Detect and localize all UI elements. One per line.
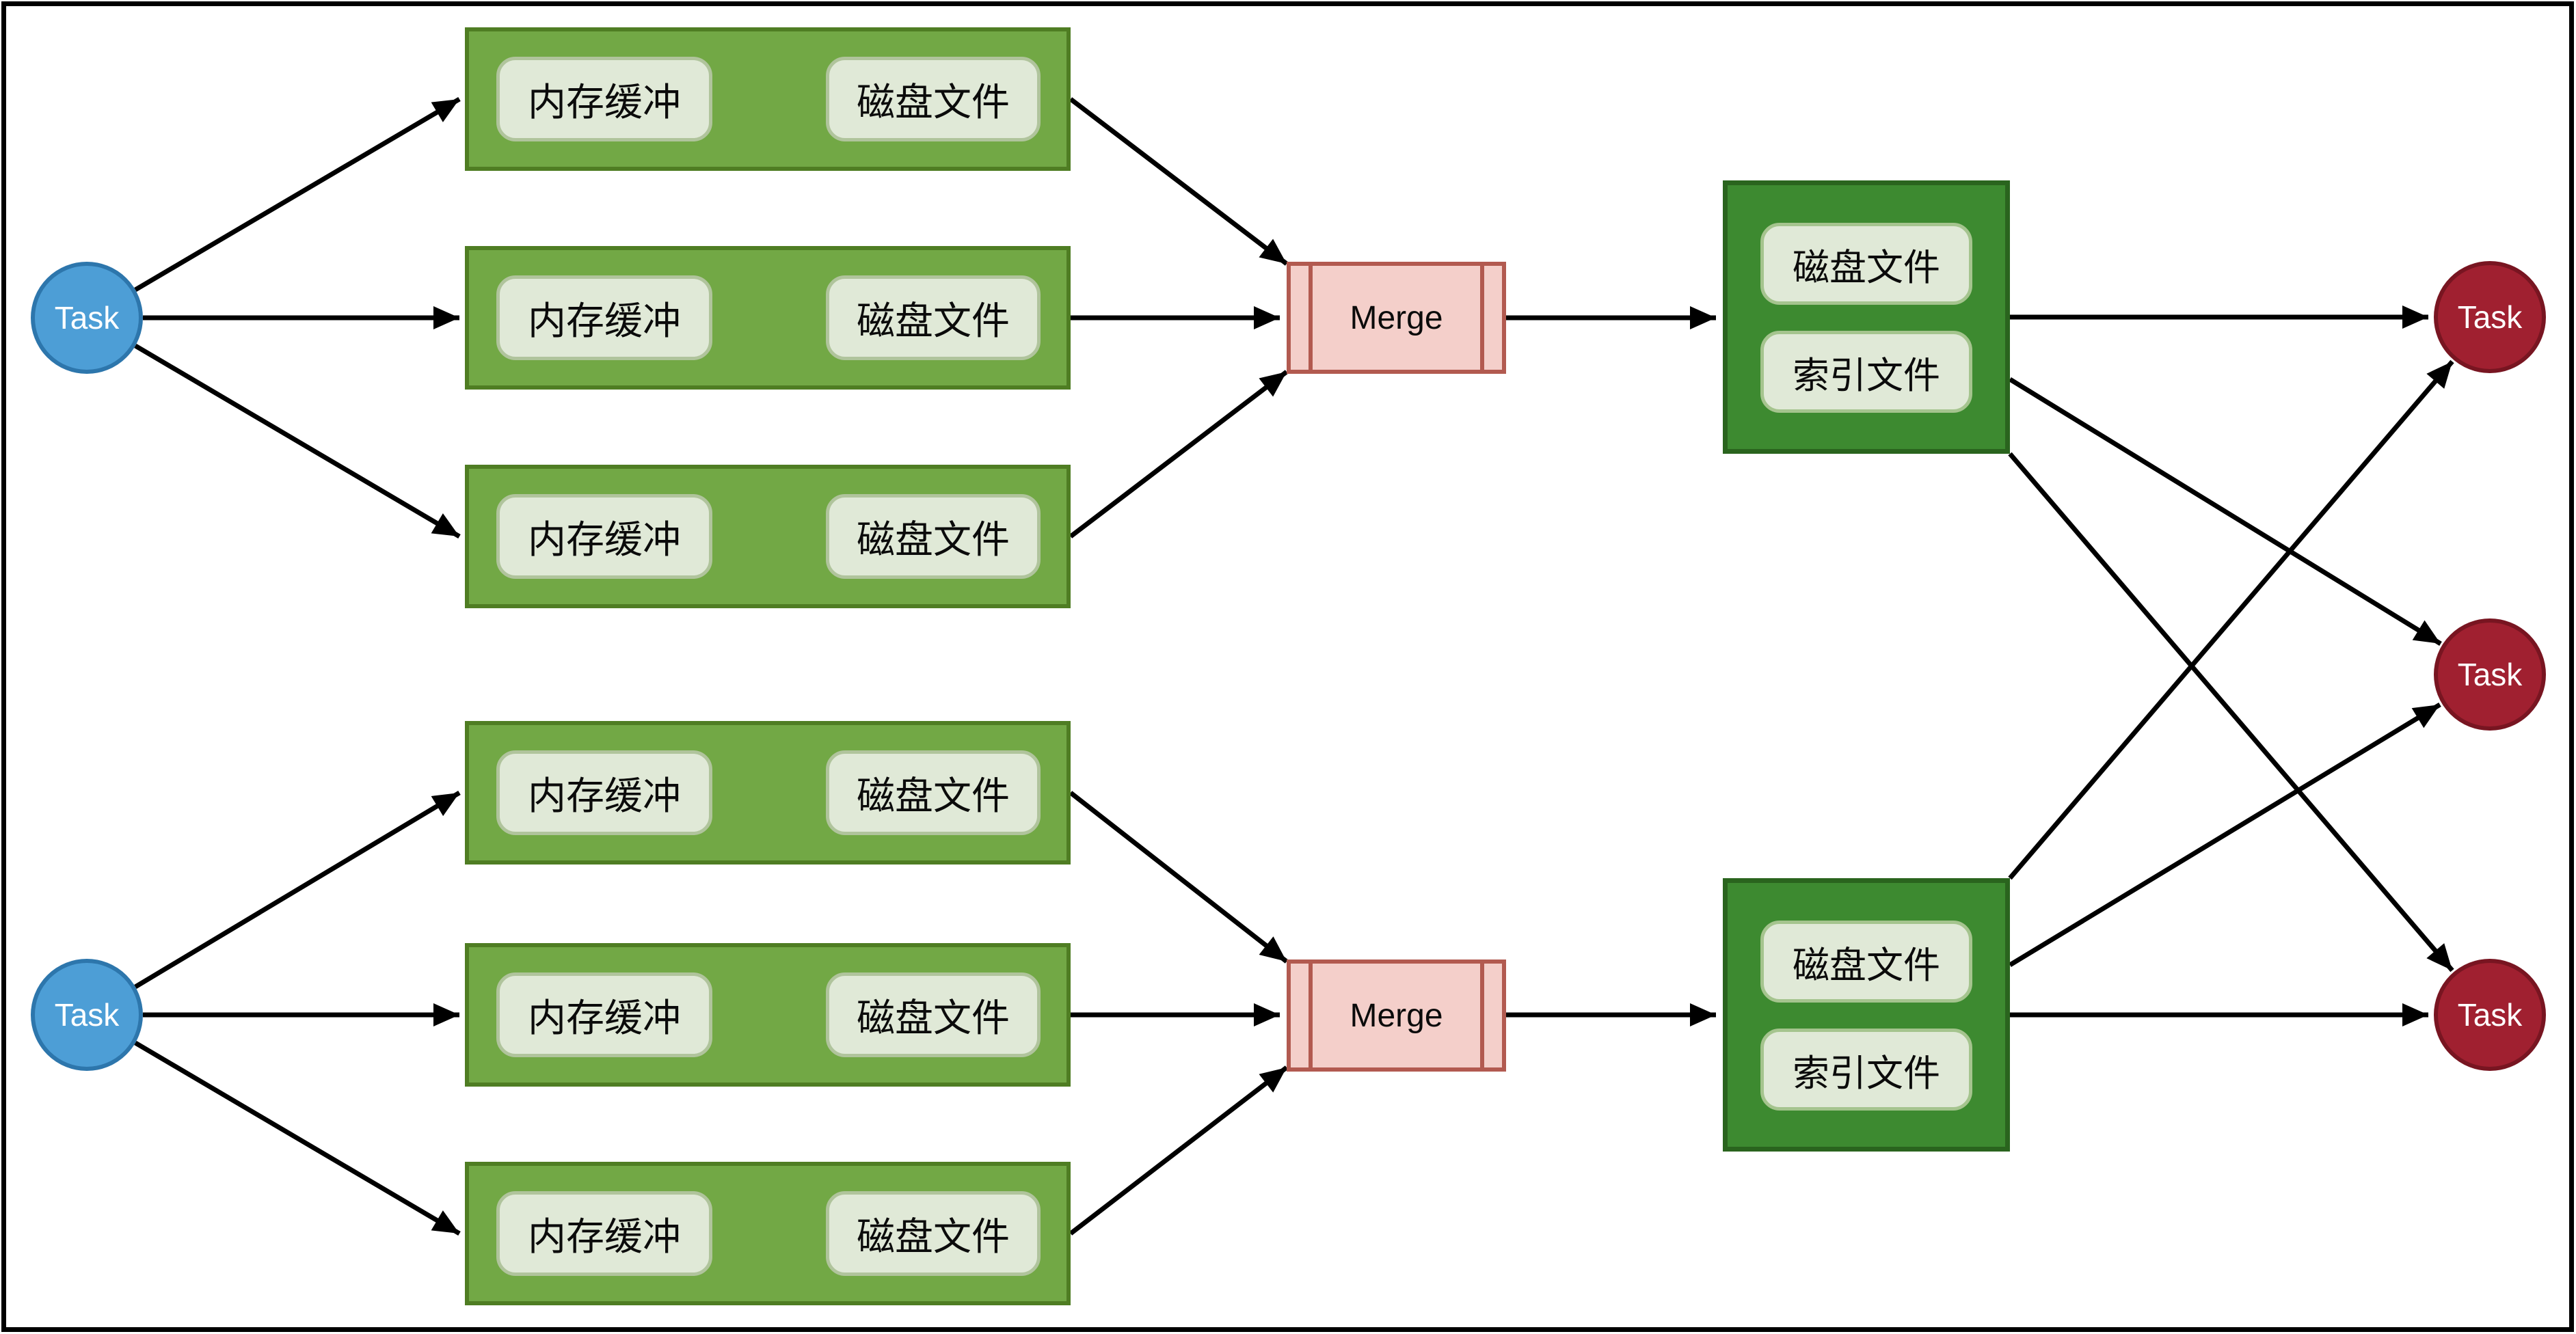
disk-file-box: 磁盘文件 bbox=[826, 750, 1041, 835]
arrow-line bbox=[1069, 791, 1289, 964]
disk-file-box: 磁盘文件 bbox=[1760, 223, 1972, 305]
output-1: 磁盘文件 索引文件 bbox=[1723, 180, 2010, 454]
task-label: Task bbox=[54, 300, 120, 336]
memory-buffer-label: 内存缓冲 bbox=[528, 996, 681, 1039]
disk-file-label: 磁盘文件 bbox=[857, 80, 1010, 124]
output-2: 磁盘文件 索引文件 bbox=[1723, 878, 2010, 1152]
arrow-line bbox=[1069, 97, 1289, 266]
pipeline-6: 内存缓冲 磁盘文件 bbox=[465, 1162, 1071, 1305]
memory-buffer-label: 内存缓冲 bbox=[528, 80, 681, 124]
disk-file-box: 磁盘文件 bbox=[826, 972, 1041, 1057]
arrow-line bbox=[1069, 1065, 1289, 1236]
process-stripe bbox=[1480, 266, 1484, 370]
arrow-line bbox=[2009, 377, 2442, 646]
disk-file-box: 磁盘文件 bbox=[826, 275, 1041, 360]
merge-1: Merge bbox=[1287, 262, 1506, 374]
arrow-line bbox=[134, 343, 461, 539]
merge-label: Merge bbox=[1350, 997, 1443, 1034]
process-stripe bbox=[1309, 266, 1313, 370]
disk-file-label: 磁盘文件 bbox=[857, 774, 1010, 817]
process-stripe bbox=[1480, 964, 1484, 1067]
index-file-label: 索引文件 bbox=[1793, 1052, 1940, 1094]
arrow-line bbox=[134, 96, 461, 292]
memory-buffer-box: 内存缓冲 bbox=[496, 750, 712, 835]
memory-buffer-box: 内存缓冲 bbox=[496, 972, 712, 1057]
disk-file-label: 磁盘文件 bbox=[1793, 944, 1940, 986]
disk-file-label: 磁盘文件 bbox=[857, 517, 1010, 561]
arrow-line bbox=[2008, 452, 2454, 972]
merge-2: Merge bbox=[1287, 959, 1506, 1072]
memory-buffer-label: 内存缓冲 bbox=[528, 774, 681, 817]
memory-buffer-box: 内存缓冲 bbox=[496, 57, 712, 141]
memory-buffer-label: 内存缓冲 bbox=[528, 1214, 681, 1258]
reduce-task-1: Task bbox=[2434, 261, 2546, 373]
disk-file-box: 磁盘文件 bbox=[1760, 921, 1972, 1003]
map-task-2: Task bbox=[31, 959, 143, 1071]
disk-file-box: 磁盘文件 bbox=[826, 1191, 1041, 1276]
disk-file-label: 磁盘文件 bbox=[857, 299, 1010, 342]
disk-file-box: 磁盘文件 bbox=[826, 57, 1041, 141]
pipeline-3: 内存缓冲 磁盘文件 bbox=[465, 465, 1071, 608]
memory-buffer-box: 内存缓冲 bbox=[496, 1191, 712, 1276]
index-file-box: 索引文件 bbox=[1760, 1029, 1972, 1111]
memory-buffer-box: 内存缓冲 bbox=[496, 494, 712, 579]
map-task-1: Task bbox=[31, 262, 143, 374]
index-file-label: 索引文件 bbox=[1793, 355, 1940, 396]
arrow-line bbox=[2008, 359, 2454, 880]
pipeline-2: 内存缓冲 磁盘文件 bbox=[465, 246, 1071, 390]
process-stripe bbox=[1309, 964, 1313, 1067]
disk-file-label: 磁盘文件 bbox=[857, 996, 1010, 1039]
task-label: Task bbox=[54, 997, 120, 1033]
arrow-line bbox=[134, 790, 461, 990]
reduce-task-2: Task bbox=[2434, 618, 2546, 731]
pipeline-4: 内存缓冲 磁盘文件 bbox=[465, 721, 1071, 865]
memory-buffer-box: 内存缓冲 bbox=[496, 275, 712, 360]
disk-file-label: 磁盘文件 bbox=[857, 1214, 1010, 1258]
disk-file-label: 磁盘文件 bbox=[1793, 247, 1940, 288]
disk-file-box: 磁盘文件 bbox=[826, 494, 1041, 579]
arrow-line bbox=[134, 1040, 461, 1236]
reduce-task-3: Task bbox=[2434, 959, 2546, 1071]
pipeline-1: 内存缓冲 磁盘文件 bbox=[465, 27, 1071, 171]
arrow-line bbox=[1069, 370, 1289, 539]
task-label: Task bbox=[2457, 657, 2523, 692]
memory-buffer-label: 内存缓冲 bbox=[528, 517, 681, 561]
pipeline-5: 内存缓冲 磁盘文件 bbox=[465, 943, 1071, 1087]
index-file-box: 索引文件 bbox=[1760, 331, 1972, 413]
task-label: Task bbox=[2457, 299, 2523, 335]
memory-buffer-label: 内存缓冲 bbox=[528, 299, 681, 342]
task-label: Task bbox=[2457, 997, 2523, 1033]
arrow-line bbox=[2009, 703, 2441, 967]
merge-label: Merge bbox=[1350, 299, 1443, 336]
